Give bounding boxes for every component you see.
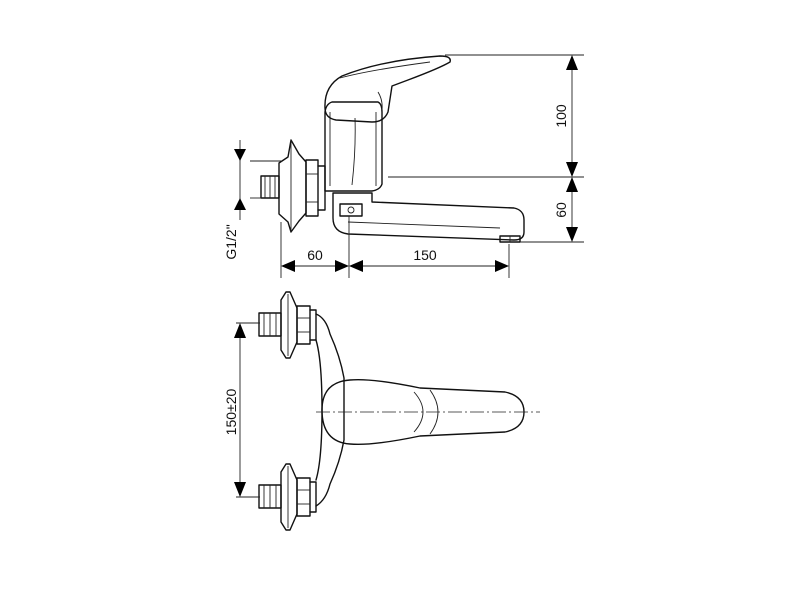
dimension-depth-wall: 60 (281, 247, 349, 272)
dimension-spout-reach: 150 (349, 247, 509, 272)
dimension-thread: G1/2" (223, 140, 246, 260)
dimension-label-60-horizontal: 60 (307, 247, 323, 263)
front-inlet-top (258, 291, 317, 359)
side-lever-handle (324, 55, 451, 123)
dimension-label-60-vertical: 60 (553, 202, 569, 218)
side-spout (332, 192, 525, 243)
dimension-label-150: 150 (413, 247, 437, 263)
front-view: 150±20 (223, 291, 540, 531)
side-inlet-connector (260, 139, 326, 233)
front-inlet-bottom (258, 463, 317, 531)
front-mixer-body (315, 313, 345, 507)
dimension-label-100: 100 (553, 104, 569, 128)
dimension-height-handle: 100 (553, 55, 578, 177)
dimension-inlet-spacing: 150±20 (223, 323, 246, 497)
side-mixer-body (324, 101, 383, 192)
side-view: 100 60 G1/2" 60 150 (223, 54, 584, 278)
side-extension-lines (250, 54, 584, 278)
dimension-label-thread: G1/2" (223, 224, 239, 259)
dimension-label-150-20: 150±20 (223, 388, 239, 435)
dimension-height-spout: 60 (553, 177, 578, 242)
